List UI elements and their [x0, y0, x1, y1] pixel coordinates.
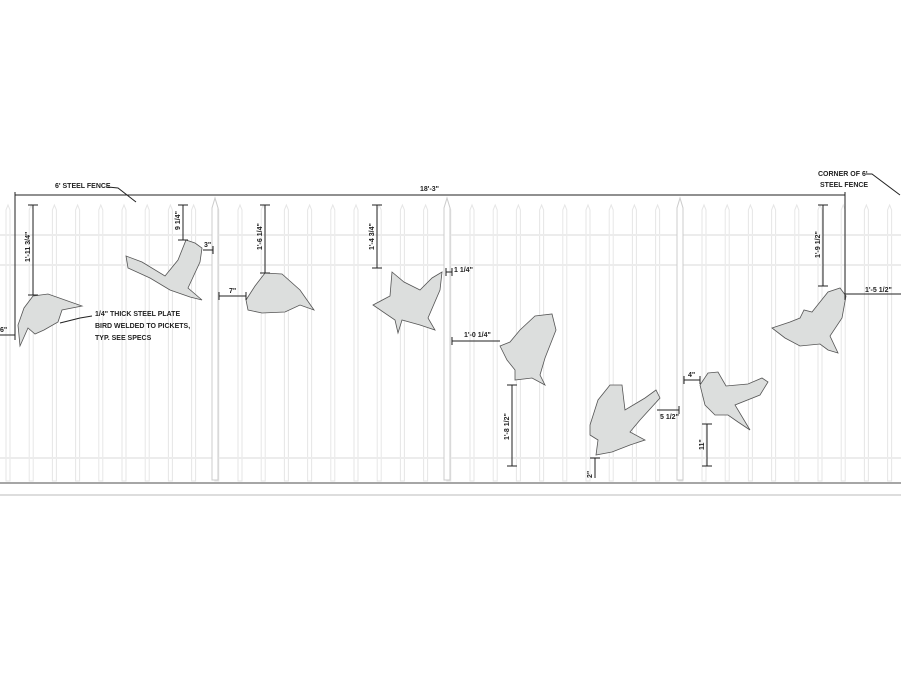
fence-picket: [376, 203, 382, 482]
dim-label: 1'-4 3/4": [369, 223, 376, 250]
bird-note-line2: BIRD WELDED TO PICKETS,: [95, 323, 190, 330]
corner-note-leader: [866, 173, 901, 196]
bird-plates: [17, 239, 847, 456]
dim-label: 5 1/2": [660, 414, 679, 421]
bird-5: [499, 313, 557, 386]
fence-picket: [747, 203, 753, 482]
fence-picket: [701, 203, 707, 482]
dim-label: 1 1/4": [454, 267, 473, 274]
dim-label: 1'-0 1/4": [464, 332, 491, 339]
fence-picket: [5, 203, 11, 482]
fence-picket: [724, 203, 730, 482]
fence-pickets: [5, 203, 893, 482]
fence-picket: [75, 203, 81, 482]
dimension-lines: [0, 204, 901, 478]
bird-8: [771, 287, 847, 354]
dim-label: 1'-6 1/4": [257, 223, 264, 250]
fence-picket: [399, 203, 405, 482]
fence-picket: [423, 203, 429, 482]
dimension-labels: 1'-11 3/4" 6" 9 1/4" 3" 1'-6 1/4" 7" 1'-…: [0, 211, 892, 478]
bird-note-leader: [59, 315, 93, 324]
dim-label: 1'-5 1/2": [865, 287, 892, 294]
fence-picket: [562, 203, 568, 482]
fence-picket: [283, 203, 289, 482]
fence-picket: [353, 203, 359, 482]
dim-label: 4": [688, 372, 695, 379]
fence-picket: [492, 203, 498, 482]
bird-2: [125, 239, 203, 301]
bird-3: [245, 272, 316, 314]
dim-label: 6": [0, 327, 7, 334]
fence-picket: [98, 203, 104, 482]
fence-picket: [51, 203, 57, 482]
corner-note-line1: CORNER OF 6': [818, 171, 868, 178]
dim-label: 1'-9 1/2": [815, 231, 822, 258]
fence-note: 6' STEEL FENCE: [55, 183, 111, 190]
fence-picket: [28, 203, 34, 482]
dim-label: 3": [204, 242, 211, 249]
fence-note-leader: [107, 186, 137, 203]
fence-picket: [307, 203, 313, 482]
bird-4: [372, 271, 443, 335]
fence-picket: [167, 203, 173, 482]
bird-1: [17, 293, 84, 348]
bird-note-line3: TYP. SEE SPECS: [95, 335, 152, 342]
fence-picket: [863, 203, 869, 482]
fence-picket: [121, 203, 127, 482]
dim-label: 2": [587, 471, 594, 478]
fence-picket: [887, 203, 893, 482]
fence-picket: [144, 203, 150, 482]
dim-label: 1'-8 1/2": [504, 413, 511, 440]
fence-picket: [237, 203, 243, 482]
dim-label: 7": [229, 288, 236, 295]
overall-dimension-label: 18'-3": [420, 186, 439, 193]
dim-label: 11": [699, 439, 706, 450]
dim-label: 9 1/4": [175, 211, 182, 230]
corner-note-line2: STEEL FENCE: [820, 182, 868, 189]
bird-note-line1: 1/4" THICK STEEL PLATE: [95, 311, 180, 318]
fence-picket: [330, 203, 336, 482]
dim-label: 1'-11 3/4": [25, 232, 32, 262]
fence-picket: [655, 203, 661, 482]
bird-7: [699, 371, 769, 431]
fence-picket: [840, 203, 846, 482]
fence-picket: [585, 203, 591, 482]
fence-picket: [771, 203, 777, 482]
bird-6: [589, 384, 661, 456]
fence-picket: [469, 203, 475, 482]
